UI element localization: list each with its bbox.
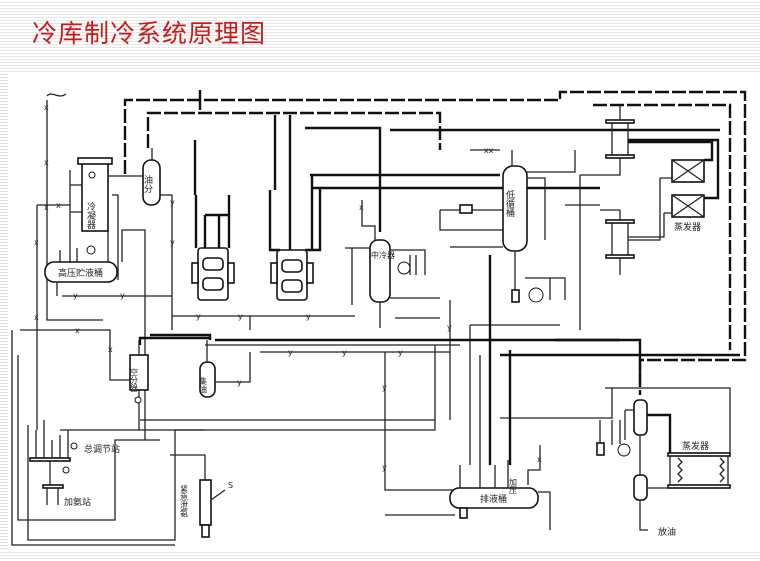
top-main-lines — [123, 90, 747, 395]
drain-receiver: 排液桶 加压 x — [385, 355, 551, 530]
left-return-loops — [11, 330, 205, 546]
svg-text:x: x — [44, 103, 49, 112]
svg-text:x: x — [108, 345, 113, 354]
emergency-ammonia-release: S 紧急泄氨 — [170, 454, 233, 538]
svg-text:蒸发器: 蒸发器 — [682, 440, 709, 452]
svg-text:高压贮液桶: 高压贮液桶 — [58, 267, 103, 279]
middle-main-lines: y y y y y y — [60, 255, 740, 491]
svg-text:x: x — [34, 313, 39, 322]
low-pressure-circulator: 低循桶 xx — [439, 146, 600, 303]
svg-text:y: y — [398, 348, 403, 357]
high-pressure-receiver: 高压贮液桶 y y — [44, 229, 172, 440]
svg-text:y: y — [288, 348, 293, 357]
header-stripes — [0, 0, 760, 72]
bottom-stripes — [0, 550, 760, 561]
svg-text:x: x — [537, 455, 542, 464]
oil-separator: 油分 y y — [125, 148, 175, 330]
svg-text:空分器: 空分器 — [130, 367, 139, 393]
intercooler: 中冷器 x — [345, 200, 440, 328]
svg-text:中冷器: 中冷器 — [371, 250, 395, 260]
svg-text:y: y — [306, 312, 311, 321]
svg-text:y: y — [170, 238, 175, 247]
main-regulating-station: 总调节站 加氨站 — [29, 420, 120, 508]
svg-text:蒸发器: 蒸发器 — [674, 221, 701, 233]
svg-text:x: x — [34, 238, 39, 247]
x-line-left: x x x x x x x x — [20, 93, 130, 430]
svg-text:y: y — [238, 312, 243, 321]
svg-text:x: x — [75, 326, 80, 335]
svg-text:y: y — [196, 312, 201, 321]
left-stripes — [0, 72, 8, 552]
svg-text:y: y — [73, 291, 78, 300]
air-separator: 空分器 — [129, 340, 149, 430]
svg-text:集油: 集油 — [199, 376, 208, 394]
evaporator-upper-coils: 蒸发器 — [628, 138, 720, 241]
y-line-compressors: y y y — [172, 312, 355, 330]
evaporator-upper-group — [579, 105, 635, 330]
oil-collector: 集油 y — [199, 340, 251, 398]
svg-text:低循桶: 低循桶 — [504, 189, 515, 218]
evaporator-lower: 放油 蒸发器 — [500, 387, 731, 538]
compressor-2 — [268, 175, 322, 301]
svg-text:总调节站: 总调节站 — [84, 443, 120, 455]
svg-text:x: x — [44, 158, 49, 167]
svg-text:y: y — [170, 198, 175, 207]
svg-text:y: y — [382, 383, 387, 392]
svg-text:x: x — [359, 203, 364, 212]
condenser: 冷凝器 — [69, 157, 125, 280]
svg-text:y: y — [342, 348, 347, 357]
svg-text:y: y — [447, 323, 452, 332]
svg-text:紧急泄氨: 紧急泄氨 — [180, 485, 189, 518]
svg-text:冷凝器: 冷凝器 — [85, 201, 96, 229]
svg-text:油分: 油分 — [142, 174, 153, 194]
svg-text:x: x — [56, 201, 61, 210]
svg-text:y: y — [120, 291, 125, 300]
svg-text:y: y — [382, 463, 387, 472]
svg-text:xx: xx — [484, 146, 494, 155]
svg-text:加氨站: 加氨站 — [64, 496, 91, 508]
svg-text:y: y — [237, 378, 242, 387]
compressor-1 — [191, 195, 235, 301]
svg-text:S: S — [228, 481, 233, 490]
page-title: 冷库制冷系统原理图 — [32, 19, 267, 48]
svg-text:排液桶: 排液桶 — [480, 493, 507, 505]
svg-text:x: x — [44, 203, 49, 212]
svg-text:加压: 加压 — [509, 477, 518, 495]
svg-text:放油: 放油 — [658, 526, 676, 538]
